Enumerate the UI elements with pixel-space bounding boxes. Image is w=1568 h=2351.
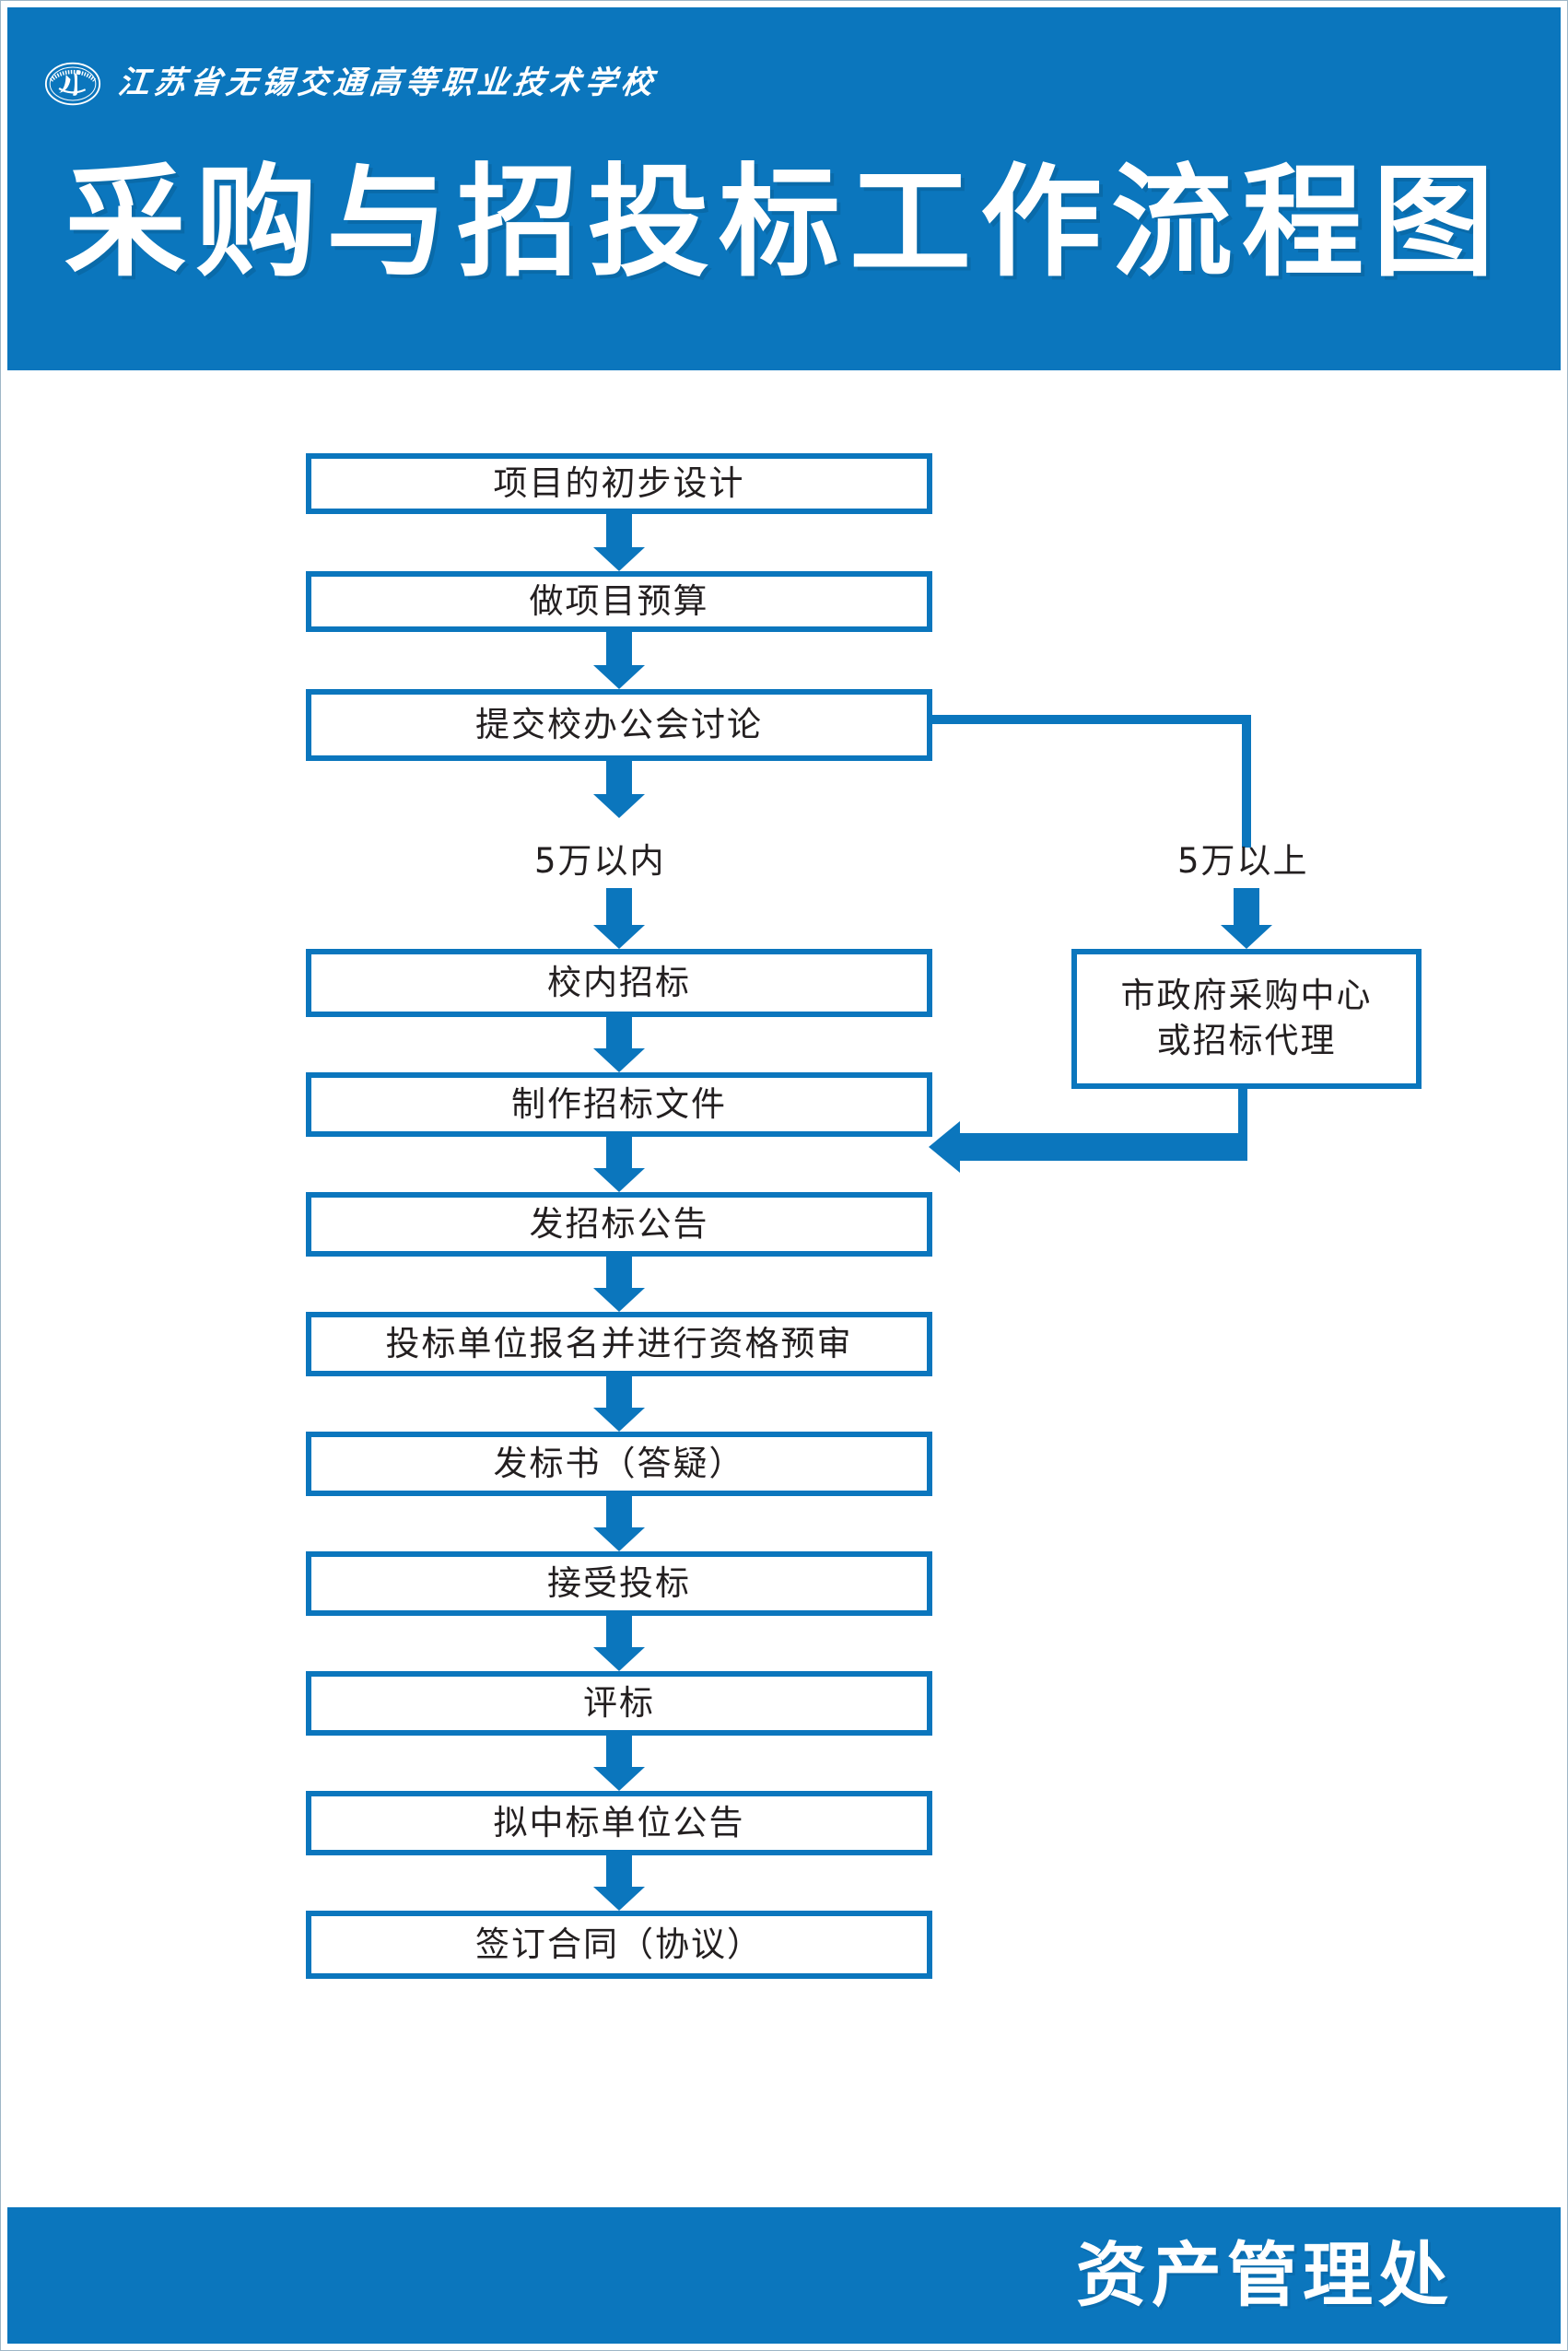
flow-node-step-5[interactable]: 制作招标文件 — [306, 1072, 932, 1137]
branch-connector-vertical — [1242, 715, 1251, 848]
flow-node-step-3[interactable]: 提交校办公会讨论 — [306, 689, 932, 761]
flow-node-step-10[interactable]: 评标 — [306, 1671, 932, 1736]
flow-arrow-1-to-2 — [593, 514, 645, 571]
flow-node-step-7[interactable]: 投标单位报名并进行资格预审 — [306, 1312, 932, 1376]
flow-arrow-3-to-left-branch — [593, 761, 645, 818]
flow-node-step-1[interactable]: 项目的初步设计 — [306, 453, 932, 514]
flow-arrow-right-branch-to-gov-box — [1221, 888, 1272, 949]
flow-node-gov-procurement[interactable]: 市政府采购中心 或招标代理 — [1071, 949, 1422, 1089]
flow-node-label: 投标单位报名并进行资格预审 — [385, 1323, 853, 1363]
flow-arrow-11-to-12 — [593, 1855, 645, 1911]
flow-arrow-4-to-5 — [593, 1017, 645, 1072]
flow-node-label: 发标书（答疑） — [493, 1443, 745, 1483]
school-emblem-icon — [44, 62, 101, 106]
flow-node-label: 校内招标 — [547, 962, 691, 1002]
merge-arrow-left — [929, 1121, 1247, 1173]
flow-arrow-9-to-10 — [593, 1616, 645, 1671]
flow-node-label: 发招标公告 — [529, 1203, 709, 1244]
flow-node-label: 做项目预算 — [529, 580, 709, 621]
flow-node-step-6[interactable]: 发招标公告 — [306, 1192, 932, 1257]
branch-connector-horizontal — [932, 715, 1251, 724]
flow-node-step-8[interactable]: 发标书（答疑） — [306, 1432, 932, 1496]
header-banner: 江苏省无锡交通高等职业技术学校 采购与招投标工作流程图 — [7, 7, 1561, 370]
flow-arrow-8-to-9 — [593, 1496, 645, 1551]
brand-block: 江苏省无锡交通高等职业技术学校 — [44, 55, 659, 112]
footer-department: 资产管理处 — [1076, 2234, 1454, 2316]
flow-node-label: 评标 — [583, 1682, 655, 1723]
flow-node-label: 提交校办公会讨论 — [475, 704, 763, 744]
flow-node-label-line1: 市政府采购中心 — [1120, 976, 1373, 1016]
flow-arrow-6-to-7 — [593, 1257, 645, 1312]
flow-node-step-9[interactable]: 接受投标 — [306, 1551, 932, 1616]
flow-node-label: 项目的初步设计 — [493, 462, 745, 503]
flow-node-step-4[interactable]: 校内招标 — [306, 949, 932, 1017]
flow-node-label: 拟中标单位公告 — [493, 1802, 745, 1842]
flow-arrow-2-to-3 — [593, 632, 645, 689]
flow-node-step-2[interactable]: 做项目预算 — [306, 571, 932, 632]
school-name: 江苏省无锡交通高等职业技术学校 — [116, 66, 659, 100]
flow-arrow-left-branch-to-step-4 — [593, 888, 645, 949]
merge-connector-vertical — [1238, 1089, 1247, 1133]
flowchart-canvas: 项目的初步设计 做项目预算 提交校办公会讨论 5万以内 5万以上 — [7, 370, 1561, 2202]
flow-node-step-11[interactable]: 拟中标单位公告 — [306, 1791, 932, 1855]
flow-arrow-7-to-8 — [593, 1376, 645, 1432]
branch-label-right: 5万以上 — [1177, 841, 1309, 881]
branch-label-left: 5万以内 — [534, 841, 666, 881]
flow-node-label: 接受投标 — [547, 1562, 691, 1603]
flow-node-label-line2: 或招标代理 — [1156, 1021, 1337, 1060]
flow-arrow-5-to-6 — [593, 1137, 645, 1192]
page-title: 采购与招投标工作流程图 — [64, 152, 1504, 294]
flow-node-label: 签订合同（协议） — [475, 1924, 763, 1964]
flow-node-step-12[interactable]: 签订合同（协议） — [306, 1911, 932, 1979]
flow-node-label: 制作招标文件 — [511, 1083, 727, 1124]
footer-banner: 资产管理处 — [7, 2207, 1561, 2344]
flow-arrow-10-to-11 — [593, 1736, 645, 1791]
